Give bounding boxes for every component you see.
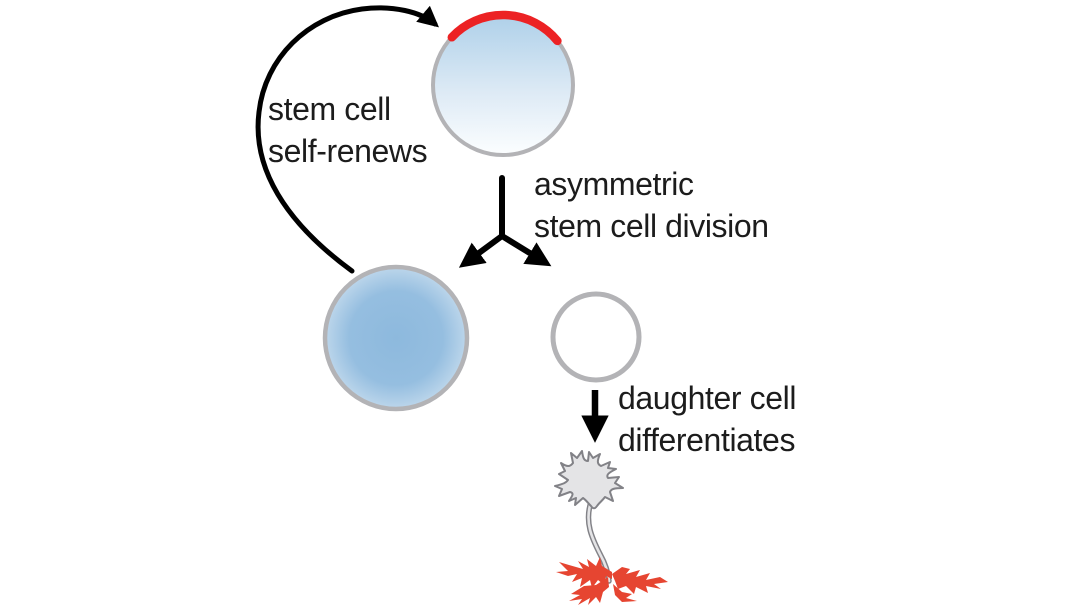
label-stem-cell-self-renews: stem cell self-renews xyxy=(268,88,428,172)
label-division-line2: stem cell division xyxy=(534,208,769,244)
self-renew-arrow xyxy=(255,5,439,274)
neuron-terminals xyxy=(556,557,668,605)
label-daughter-differentiates: daughter cell differentiates xyxy=(618,377,796,461)
neuron-illustration xyxy=(554,450,668,605)
division-arrow xyxy=(458,175,552,268)
label-differentiates-line2: differentiates xyxy=(618,422,796,458)
division-arrow-right-branch xyxy=(500,233,552,267)
label-division-line1: asymmetric xyxy=(534,166,694,202)
label-asymmetric-division: asymmetric stem cell division xyxy=(534,163,769,247)
stem-cell-renewed-circle xyxy=(322,264,470,412)
label-differentiates-line1: daughter cell xyxy=(618,380,797,416)
daughter-cell-circle xyxy=(550,291,642,383)
label-self-renews-line1: stem cell xyxy=(268,91,391,127)
neuron-cell-body xyxy=(554,450,624,510)
label-self-renews-line2: self-renews xyxy=(268,133,428,169)
division-arrow-left-branch xyxy=(458,233,504,268)
polarity-marker-red-arc xyxy=(447,10,562,46)
